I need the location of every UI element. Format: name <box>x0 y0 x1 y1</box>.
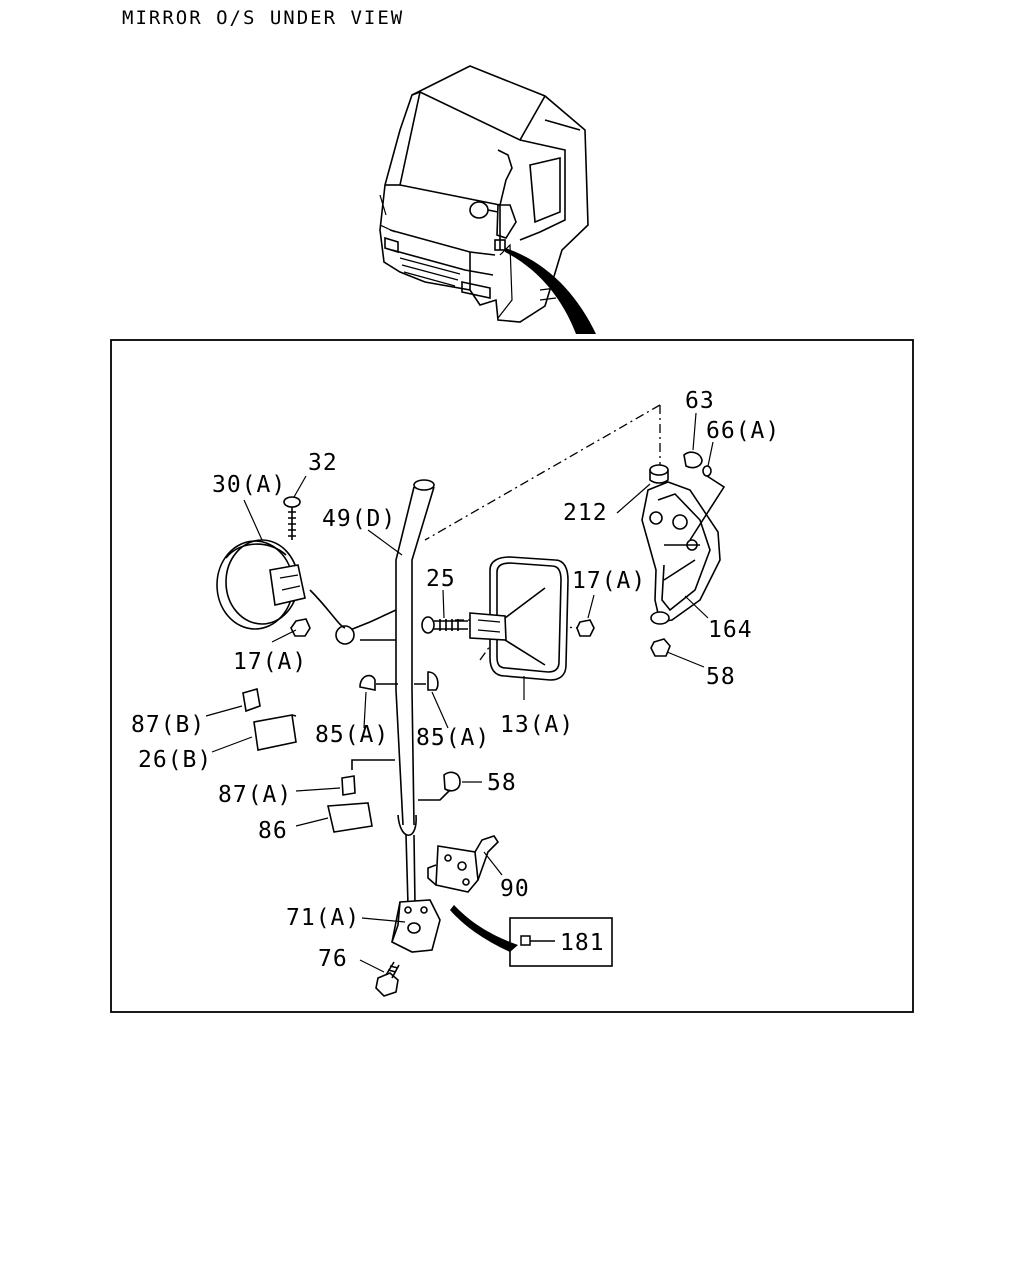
cover-26b-edge <box>291 714 297 717</box>
label-85a-left: 85(A) <box>315 722 389 748</box>
label-90: 90 <box>500 876 530 902</box>
grommet-212-body <box>649 470 669 484</box>
bracket-90 <box>427 835 500 893</box>
cap-87a-leader <box>351 759 395 770</box>
clip-85a-left <box>359 674 376 691</box>
label-58-mid: 58 <box>487 770 517 796</box>
label-49d: 49(D) <box>322 506 396 532</box>
truck-cab-illustration <box>379 65 596 334</box>
label-58-top: 58 <box>706 664 736 690</box>
mirror-stay-rod <box>335 479 435 906</box>
label-164: 164 <box>708 617 753 643</box>
label-32: 32 <box>308 450 338 476</box>
cover-86 <box>327 802 373 833</box>
label-17a-left: 17(A) <box>233 649 307 675</box>
pointer-181 <box>450 905 518 952</box>
label-26b: 26(B) <box>138 747 212 773</box>
cap-58-leader <box>418 789 451 801</box>
label-85a-right: 85(A) <box>416 725 490 751</box>
grommet-212 <box>649 464 669 476</box>
label-86: 86 <box>258 818 288 844</box>
bracket-164 <box>641 481 721 623</box>
detail-frame <box>110 339 914 1013</box>
label-87a: 87(A) <box>218 782 292 808</box>
bolt-76 <box>375 961 400 997</box>
cap-63 <box>683 451 703 469</box>
bolt-32 <box>283 496 301 540</box>
bolt-25 <box>421 616 468 634</box>
label-17a-right: 17(A) <box>572 568 646 594</box>
cap-58-mid <box>443 771 461 792</box>
diagram-title: MIRROR O/S UNDER VIEW <box>122 7 404 29</box>
nut-17a-left <box>290 618 311 637</box>
bushing-164 <box>650 611 670 625</box>
label-25: 25 <box>426 566 456 592</box>
leader-66a <box>689 475 726 541</box>
cover-26b <box>253 714 297 751</box>
label-63: 63 <box>685 388 715 414</box>
square-icon <box>520 935 531 946</box>
nut-17a-right <box>576 619 595 637</box>
ref-box-181 <box>509 917 613 967</box>
label-71a: 71(A) <box>286 905 360 931</box>
cap-87b <box>242 687 261 713</box>
base-71a <box>391 899 441 953</box>
label-212: 212 <box>563 500 608 526</box>
leader-line <box>424 404 661 541</box>
label-leaders <box>205 412 714 973</box>
clip-85a-right <box>427 671 439 691</box>
label-13a: 13(A) <box>500 712 574 738</box>
cap-87a <box>341 775 356 796</box>
mirror-stay-arm <box>309 589 346 629</box>
label-30a: 30(A) <box>212 472 286 498</box>
label-181: 181 <box>560 930 605 956</box>
round-mirror-part <box>216 539 306 630</box>
label-87b: 87(B) <box>131 712 205 738</box>
part-labels: 63 66(A) 32 30(A) 49(D) 212 25 17(A) 164… <box>131 388 780 972</box>
rect-mirror-part <box>469 556 569 681</box>
nut-58-top <box>650 638 671 657</box>
label-66a: 66(A) <box>706 418 780 444</box>
label-76: 76 <box>318 946 348 972</box>
washer-66a <box>702 465 712 477</box>
